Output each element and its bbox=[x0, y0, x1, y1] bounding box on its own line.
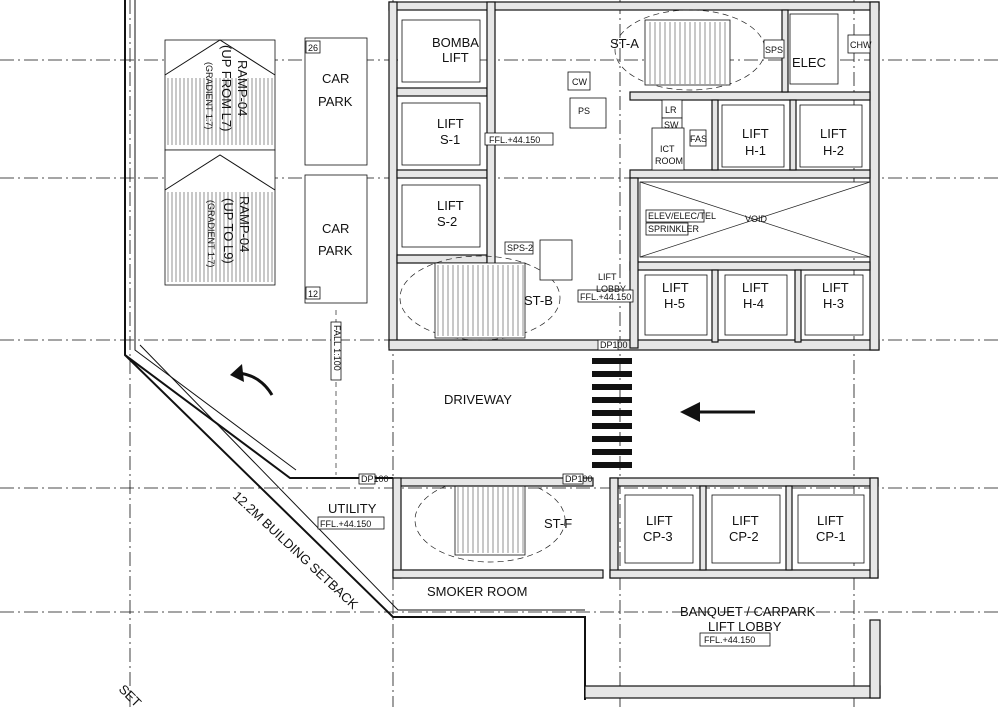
ramp-upper-gradient: (GRADIENT 1:7) bbox=[204, 62, 214, 129]
lift-h3-label-a: LIFT bbox=[822, 280, 849, 295]
lift-h4-label-b: H-4 bbox=[743, 296, 764, 311]
sprinkler-tag-label: SPRINKLER bbox=[648, 224, 700, 234]
ffl-utility-label: FFL.+44.150 bbox=[320, 519, 371, 529]
ps-label: PS bbox=[578, 106, 590, 116]
dp100-label-1: DP100 bbox=[600, 340, 628, 350]
zebra-stripe bbox=[592, 358, 632, 364]
lift-h4-label-a: LIFT bbox=[742, 280, 769, 295]
fall-indicator bbox=[330, 310, 342, 475]
ffl-lobby-label: FFL.+44.150 bbox=[580, 292, 631, 302]
stair-st-b-label: ST-B bbox=[524, 293, 553, 308]
slab-edge bbox=[124, 0, 586, 700]
elec-label: ELEC bbox=[792, 55, 826, 70]
lift-h5-label-b: H-5 bbox=[664, 296, 685, 311]
traffic-arrow-left bbox=[680, 402, 755, 422]
stair-st-f bbox=[414, 477, 566, 563]
ict-room-label-a: ICT bbox=[660, 144, 675, 154]
car-park-2-label-b: PARK bbox=[318, 243, 353, 258]
lift-h2-label-b: H-2 bbox=[823, 143, 844, 158]
lift-lobby-label-b: LOBBY bbox=[596, 284, 626, 294]
lift-h3-label-b: H-3 bbox=[823, 296, 844, 311]
traffic-arrow-curve bbox=[230, 364, 274, 396]
dp100-label-2: DP100 bbox=[361, 474, 389, 484]
bomba-lift-label-a: BOMBA bbox=[432, 35, 479, 50]
car-park-2-number: 12 bbox=[308, 289, 318, 299]
lift-cp1-label-b: CP-1 bbox=[816, 529, 846, 544]
service-rooms bbox=[317, 13, 871, 647]
set-corner-label: SET bbox=[116, 682, 145, 707]
cw-label: CW bbox=[572, 77, 587, 87]
lift-s2-label-a: LIFT bbox=[437, 198, 464, 213]
banquet-label-b: LIFT LOBBY bbox=[708, 619, 782, 634]
sw-label: SW bbox=[664, 120, 679, 130]
sps-label: SPS bbox=[765, 45, 783, 55]
car-park-1-number: 26 bbox=[308, 43, 318, 53]
ramp-lower-gradient: (GRADIENT 1:7) bbox=[206, 200, 216, 267]
lift-lobby-label-a: LIFT bbox=[598, 272, 617, 282]
lift-cp1-label-a: LIFT bbox=[817, 513, 844, 528]
stair-st-a-label: ST-A bbox=[610, 36, 639, 51]
elev-tag-label: ELEV/ELEC/TEL bbox=[648, 211, 716, 221]
car-park-bay-upper bbox=[304, 37, 368, 166]
stair-st-f-label: ST-F bbox=[544, 516, 572, 531]
ramp-lower-title: RAMP-04 bbox=[237, 196, 252, 252]
ict-room-label-b: ROOM bbox=[655, 156, 683, 166]
lift-h1-label-a: LIFT bbox=[742, 126, 769, 141]
lift-h2-label-a: LIFT bbox=[820, 126, 847, 141]
banquet-label-a: BANQUET / CARPARK bbox=[680, 604, 816, 619]
ffl-top-label: FFL.+44.150 bbox=[489, 135, 540, 145]
lift-cp3-label-a: LIFT bbox=[646, 513, 673, 528]
zebra-stripe bbox=[592, 423, 632, 429]
lift-s2-label-b: S-2 bbox=[437, 214, 457, 229]
lift-shafts bbox=[401, 19, 864, 336]
fall-label: FALL 1:100 bbox=[332, 325, 342, 371]
utility-label: UTILITY bbox=[328, 501, 377, 516]
core-walls bbox=[388, 1, 880, 351]
bomba-lift-label-b: LIFT bbox=[442, 50, 469, 65]
fas-label: FAS bbox=[690, 134, 707, 144]
zebra-stripe bbox=[592, 384, 632, 390]
lower-lift-shafts bbox=[624, 494, 865, 564]
zebra-stripe bbox=[592, 462, 632, 468]
car-park-bay-lower bbox=[304, 174, 368, 304]
ramp-lower-sub: (UP TO L9) bbox=[221, 198, 236, 264]
lift-s1-label-a: LIFT bbox=[437, 116, 464, 131]
zebra-stripe bbox=[592, 397, 632, 403]
car-park-1-label-a: CAR bbox=[322, 71, 349, 86]
lift-h5-label-a: LIFT bbox=[662, 280, 689, 295]
ramp-upper-title: RAMP-04 bbox=[235, 60, 250, 116]
ramp-upper-sub: (UP FROM L7) bbox=[219, 45, 234, 131]
ffl-banquet-label: FFL.+44.150 bbox=[704, 635, 755, 645]
ramp-tread-lines bbox=[167, 78, 273, 282]
zebra-stripe bbox=[592, 410, 632, 416]
lift-cp3-label-b: CP-3 bbox=[643, 529, 673, 544]
stair-st-b bbox=[399, 255, 561, 341]
lift-s1-label-b: S-1 bbox=[440, 132, 460, 147]
sps2-label: SPS-2 bbox=[507, 243, 533, 253]
zebra-stripe bbox=[592, 371, 632, 377]
pedestrian-crossing bbox=[592, 358, 632, 468]
car-park-2-label-a: CAR bbox=[322, 221, 349, 236]
stair-treads bbox=[437, 22, 726, 553]
lift-cp2-label-a: LIFT bbox=[732, 513, 759, 528]
ramp-labels: RAMP-04 (UP FROM L7) (GRADIENT 1:7) RAMP… bbox=[204, 45, 252, 267]
lift-cp2-label-b: CP-2 bbox=[729, 529, 759, 544]
driveway-label: DRIVEWAY bbox=[444, 392, 512, 407]
zebra-stripe bbox=[592, 449, 632, 455]
car-park-1-label-b: PARK bbox=[318, 94, 353, 109]
car-park-labels: CAR PARK 26 CAR PARK 12 FALL 1:100 bbox=[305, 40, 353, 371]
stair-st-a bbox=[614, 9, 766, 91]
core-labels: BOMBA LIFT LIFT S-1 LIFT S-2 FFL.+44.150… bbox=[432, 35, 872, 531]
lift-h1-label-b: H-1 bbox=[745, 143, 766, 158]
lower-core-walls bbox=[392, 477, 881, 699]
chw-label: CHW bbox=[850, 40, 872, 50]
dp100-label-3: DP100 bbox=[565, 474, 593, 484]
void-label: VOID bbox=[745, 214, 768, 224]
smoker-room-label: SMOKER ROOM bbox=[427, 584, 527, 599]
zebra-stripe bbox=[592, 436, 632, 442]
lr-label: LR bbox=[665, 105, 677, 115]
